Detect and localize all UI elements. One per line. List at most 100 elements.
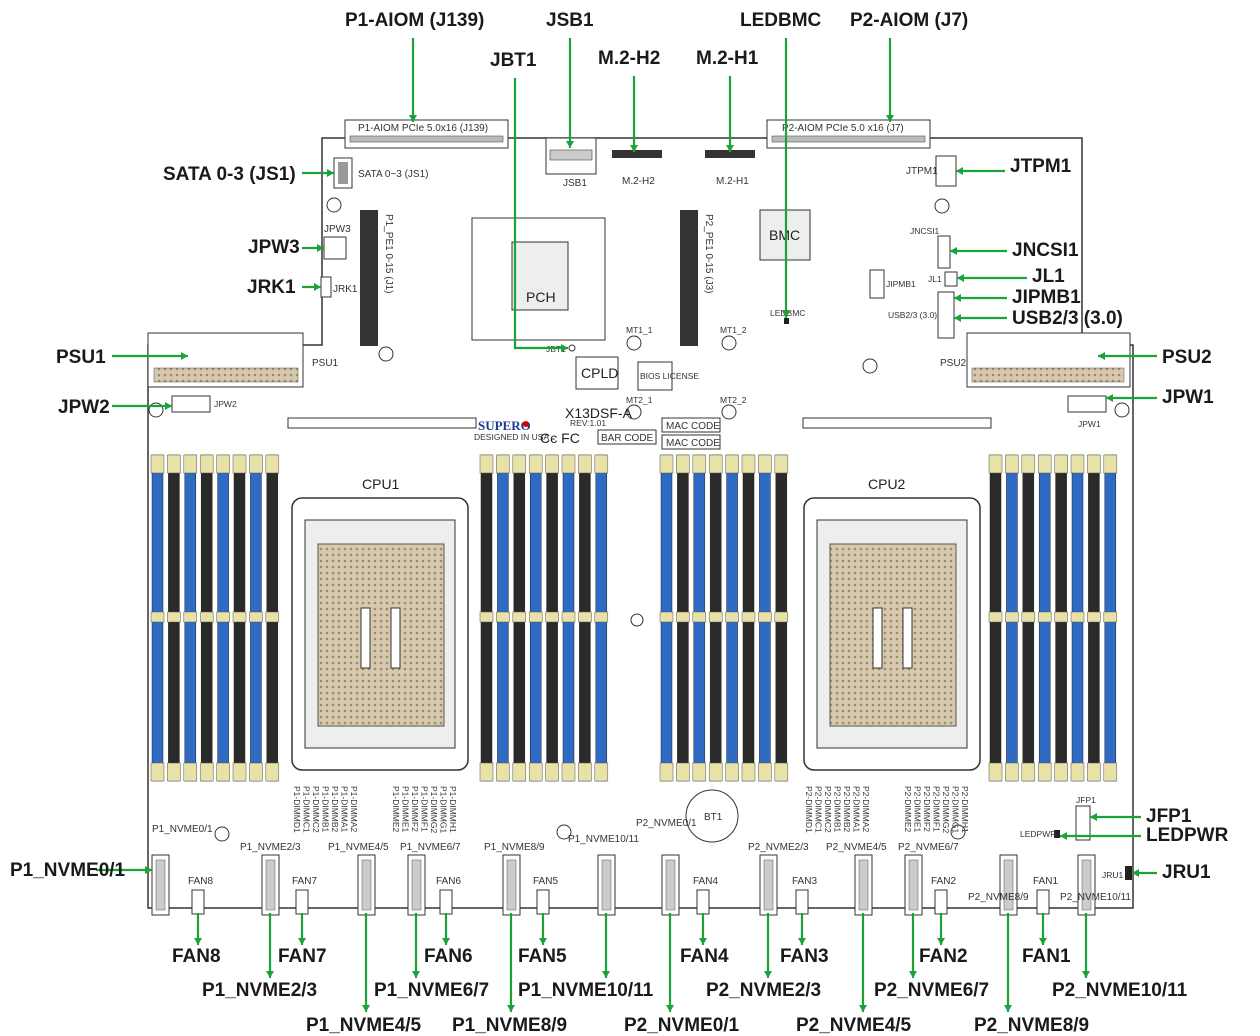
callout-jncsi1: JNCSI1 [950,240,1079,261]
callout-text: USB2/3 (3.0) [1012,308,1123,329]
jpw1-silk: JPW1 [1078,419,1101,429]
nvme-connector-p2-nvme2-3: P2_NVME2/3 [748,842,809,916]
dimm-slot [659,454,674,782]
cert-marks: Cє FC [540,430,580,446]
callout-text: JPW3 [248,237,300,258]
fan-silk: FAN3 [792,876,817,887]
m2-h2-silk: M.2-H2 [622,176,655,187]
arrow-head [145,866,152,874]
jncsi1-silk: JNCSI1 [910,226,940,236]
callout-jpw1: JPW1 [1106,387,1214,408]
m2-h2-connector: M.2-H2 [612,150,662,187]
arrow-head [561,344,568,352]
bmc-label: BMC [769,227,800,243]
dimm-slot [1087,454,1101,782]
callout-text: JRU1 [1162,862,1211,883]
callout-p1-aiom: P1-AIOM (J139) [345,10,484,122]
cpld-chip: CPLD [575,356,619,390]
nvme-silk: P2_NVME4/5 [826,842,887,853]
dimm-label: P1-DIMME2 [391,786,401,833]
dimm-label: P1-DIMMB2 [330,786,340,833]
callout-text: FAN2 [919,946,968,967]
arrow-head [266,971,274,978]
arrow-head [566,141,574,148]
callout-fan6: FAN6 [424,913,473,967]
dimm-label: P1-DIMMF2 [410,786,420,832]
jpw1-connector: JPW1 [1067,395,1107,429]
callout-text: P2_NVME10/11 [1052,980,1188,1001]
jpw3-connector: JPW3 [323,224,351,260]
nvme-connector-p1-nvme8-9: P1_NVME8/9 [484,842,545,916]
svg-text:BIOS LICENSE: BIOS LICENSE [640,371,699,381]
callout-jrk1: JRK1 [247,277,321,298]
jru1-silk: JRU1 [1102,870,1124,880]
dimm-slot [578,454,592,782]
arrow-head [630,145,638,152]
fan-silk: FAN6 [436,876,461,887]
dimm-banks [150,454,1118,782]
callout-text: P2_NVME8/9 [974,1015,1089,1036]
callout-jl1: JL1 [957,266,1065,287]
dimm-label: P1-DIMMB1 [321,786,331,833]
arrow-head [764,971,772,978]
callout-jsb1: JSB1 [546,10,594,148]
bt1-label: BT1 [704,812,723,823]
callout-text: JFP1 [1146,806,1192,827]
dimm-slot [512,454,527,782]
dimm-slot [183,454,198,782]
dimm-slot [758,454,772,782]
dimm-label: P2-DIMMG2 [941,786,951,834]
jipmb1-silk: JIPMB1 [886,279,916,289]
arrow-head [1090,813,1097,821]
dimm-label: P2-DIMMF1 [932,786,942,832]
dimm-slot [1021,454,1036,782]
arrow-head [666,1005,674,1012]
p1-pe1-slot: P1_PE1 0-15 (J1) [360,210,394,346]
nvme-silk: P1_NVME2/3 [240,842,301,853]
fan-header-fan5: FAN5 [533,876,558,915]
arrow-head [194,938,202,945]
dimm-slot [167,454,181,782]
callout-text: JPW2 [58,397,110,418]
dimm-slot [265,454,280,782]
arrow-head [782,311,790,318]
dimm-slot [1070,454,1085,782]
fan-silk: FAN2 [931,876,956,887]
mac-code-2: MAC CODE [666,438,720,449]
dimm-slot [676,454,690,782]
jpw2-connector: JPW2 [171,395,237,413]
battery-bt1: BT1 [685,789,739,843]
cpu2-socket: CPU2 [803,476,981,771]
fan-silk: FAN4 [693,876,718,887]
nvme-connector-p1-nvme0-1: P1_NVME0/1 [151,824,213,916]
callout-text: JNCSI1 [1012,240,1079,261]
leader-line [513,78,568,350]
jpw2-silk: JPW2 [214,399,237,409]
dimm-slot [1103,454,1118,782]
dimm-label: P2-DIMME2 [903,786,913,833]
callout-text: P1_NVME10/11 [518,980,654,1001]
dimm-label: P2-DIMMD1 [804,786,814,833]
dimm-label: P2-DIMMC1 [814,786,824,833]
nvme-silk: P1_NVME6/7 [400,842,461,853]
dimm-slot [561,454,576,782]
dimm-slot [232,454,247,782]
nvme-silk: P1_NVME0/1 [152,824,213,835]
arrow-head [1082,971,1090,978]
callout-text: PSU1 [56,347,106,368]
dimm-slot [988,454,1003,782]
callout-text: P2_NVME2/3 [706,980,821,1001]
dimm-label: P1-DIMMD1 [292,786,302,833]
cpu1-label: CPU1 [362,476,400,492]
sata-connector: SATA 0~3 (JS1) [333,157,429,189]
dimm-slot [708,454,723,782]
psu2-silk: PSU2 [940,358,967,369]
mt1-2-silk: MT1_2 [720,325,747,335]
nvme-connector-p1-nvme2-3: P1_NVME2/3 [240,842,301,916]
dimm-label: P1-DIMMF1 [420,786,430,832]
dimm-label: P2-DIMME1 [913,786,923,833]
arrow-head [181,352,188,360]
arrow-head [1098,352,1105,360]
callout-p2-nvme6-7: P2_NVME6/7 [874,913,989,1001]
